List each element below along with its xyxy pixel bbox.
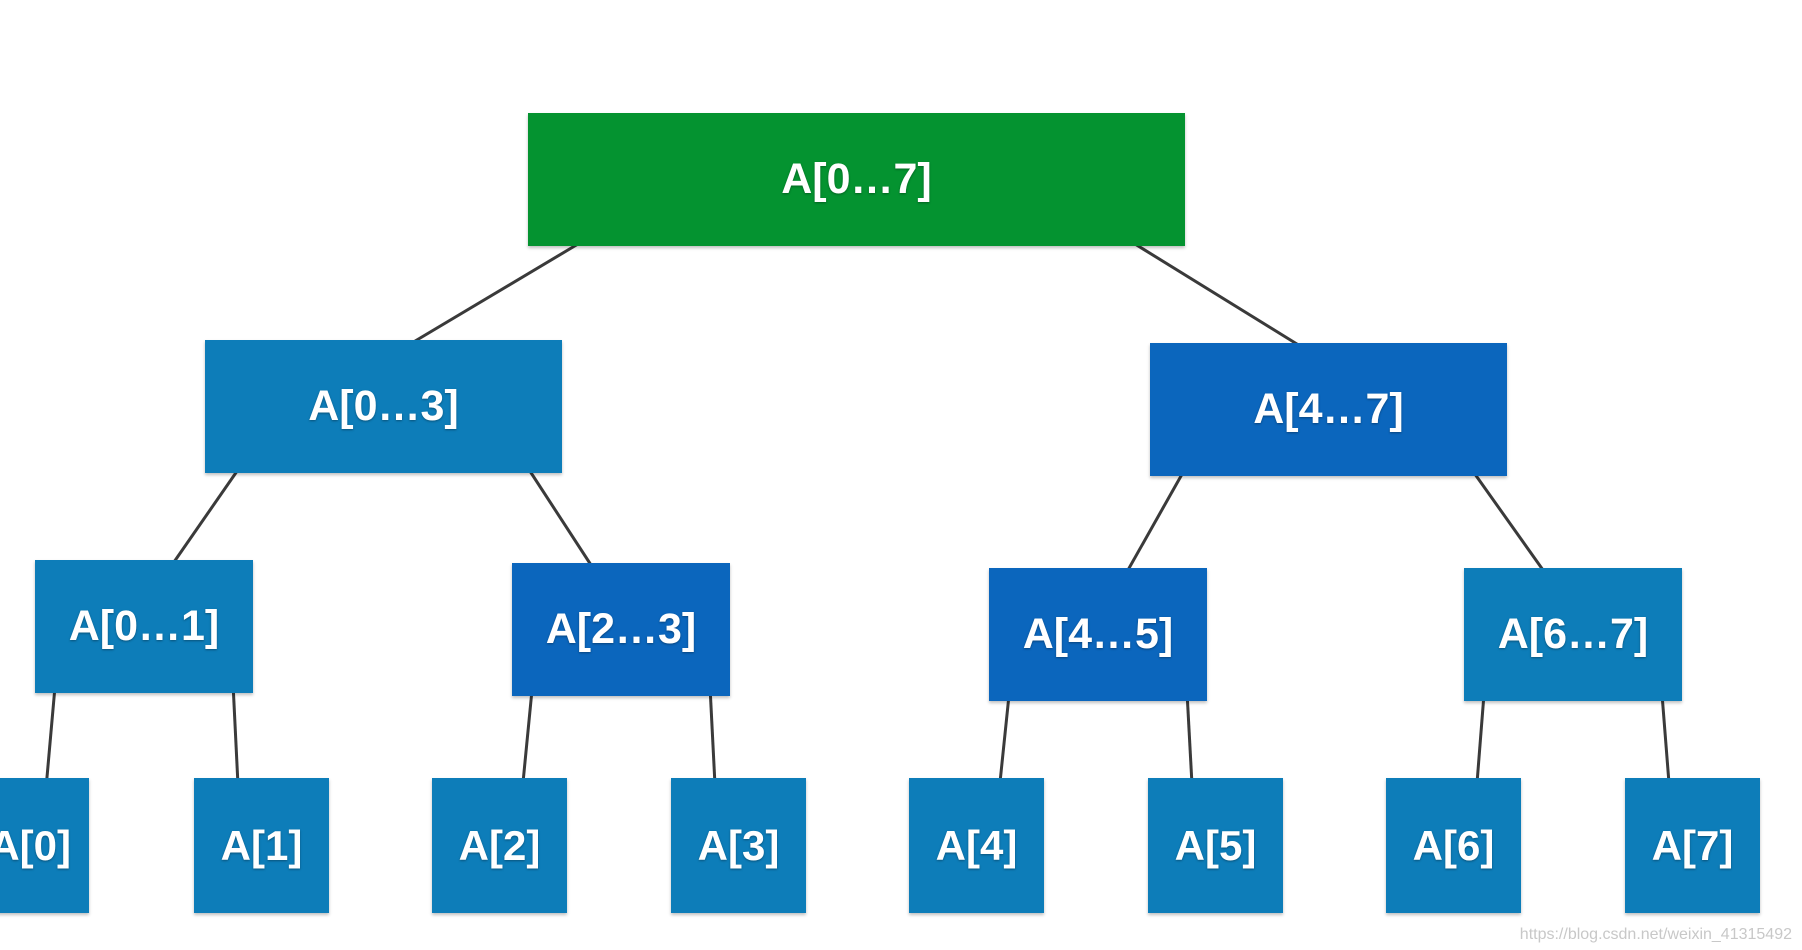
edge-left_right-leaf2	[521, 693, 534, 781]
edge-left_right-leaf3	[708, 693, 717, 781]
edge-right-right_left	[1126, 473, 1184, 571]
edge-right_left-leaf4	[998, 698, 1011, 781]
leaf-node-0: A[0]	[0, 778, 89, 913]
leaf-node-1: A[1]	[194, 778, 329, 913]
node-label: A[6]	[1412, 821, 1495, 869]
node-label: A[3]	[697, 821, 780, 869]
leaf-node-7: A[7]	[1625, 778, 1760, 913]
node-range-0-1: A[0…1]	[35, 560, 253, 693]
edge-left_left-leaf0	[45, 690, 57, 781]
edge-root-right	[1134, 242, 1300, 347]
leaf-node-5: A[5]	[1148, 778, 1283, 913]
leaf-node-6: A[6]	[1386, 778, 1521, 913]
edge-right_right-leaf6	[1475, 698, 1486, 781]
leaf-node-2: A[2]	[432, 778, 567, 913]
watermark-url: https://blog.csdn.net/weixin_41315492	[1519, 926, 1792, 943]
node-label: A[0…3]	[308, 382, 459, 430]
node-label: A[0…1]	[68, 602, 220, 650]
node-label: A[5]	[1174, 821, 1257, 869]
node-label: A[2]	[458, 821, 541, 869]
node-label: A[2…3]	[545, 605, 697, 653]
leaf-node-3: A[3]	[671, 778, 806, 913]
node-range-4-7: A[4…7]	[1150, 343, 1507, 476]
node-range-0-7: A[0…7]	[528, 113, 1185, 246]
edge-right_right-leaf7	[1660, 698, 1671, 781]
node-label: A[6…7]	[1497, 610, 1649, 658]
node-label: A[4…5]	[1022, 610, 1174, 658]
edge-left-left_left	[172, 470, 239, 563]
edge-right_left-leaf5	[1185, 698, 1194, 781]
node-label: A[4]	[935, 821, 1018, 869]
edge-left-left_right	[528, 470, 593, 566]
node-label: A[0]	[0, 821, 71, 869]
edge-right-right_right	[1473, 473, 1545, 571]
node-label: A[4…7]	[1253, 385, 1404, 433]
node-label: A[7]	[1651, 821, 1734, 869]
edge-left_left-leaf1	[231, 690, 240, 781]
node-label: A[1]	[220, 821, 303, 869]
node-range-0-3: A[0…3]	[205, 340, 562, 473]
leaf-node-4: A[4]	[909, 778, 1044, 913]
edge-root-left	[412, 242, 579, 344]
node-range-6-7: A[6…7]	[1464, 568, 1682, 701]
node-range-4-5: A[4…5]	[989, 568, 1207, 701]
node-range-2-3: A[2…3]	[512, 563, 730, 696]
node-label: A[0…7]	[781, 155, 932, 203]
